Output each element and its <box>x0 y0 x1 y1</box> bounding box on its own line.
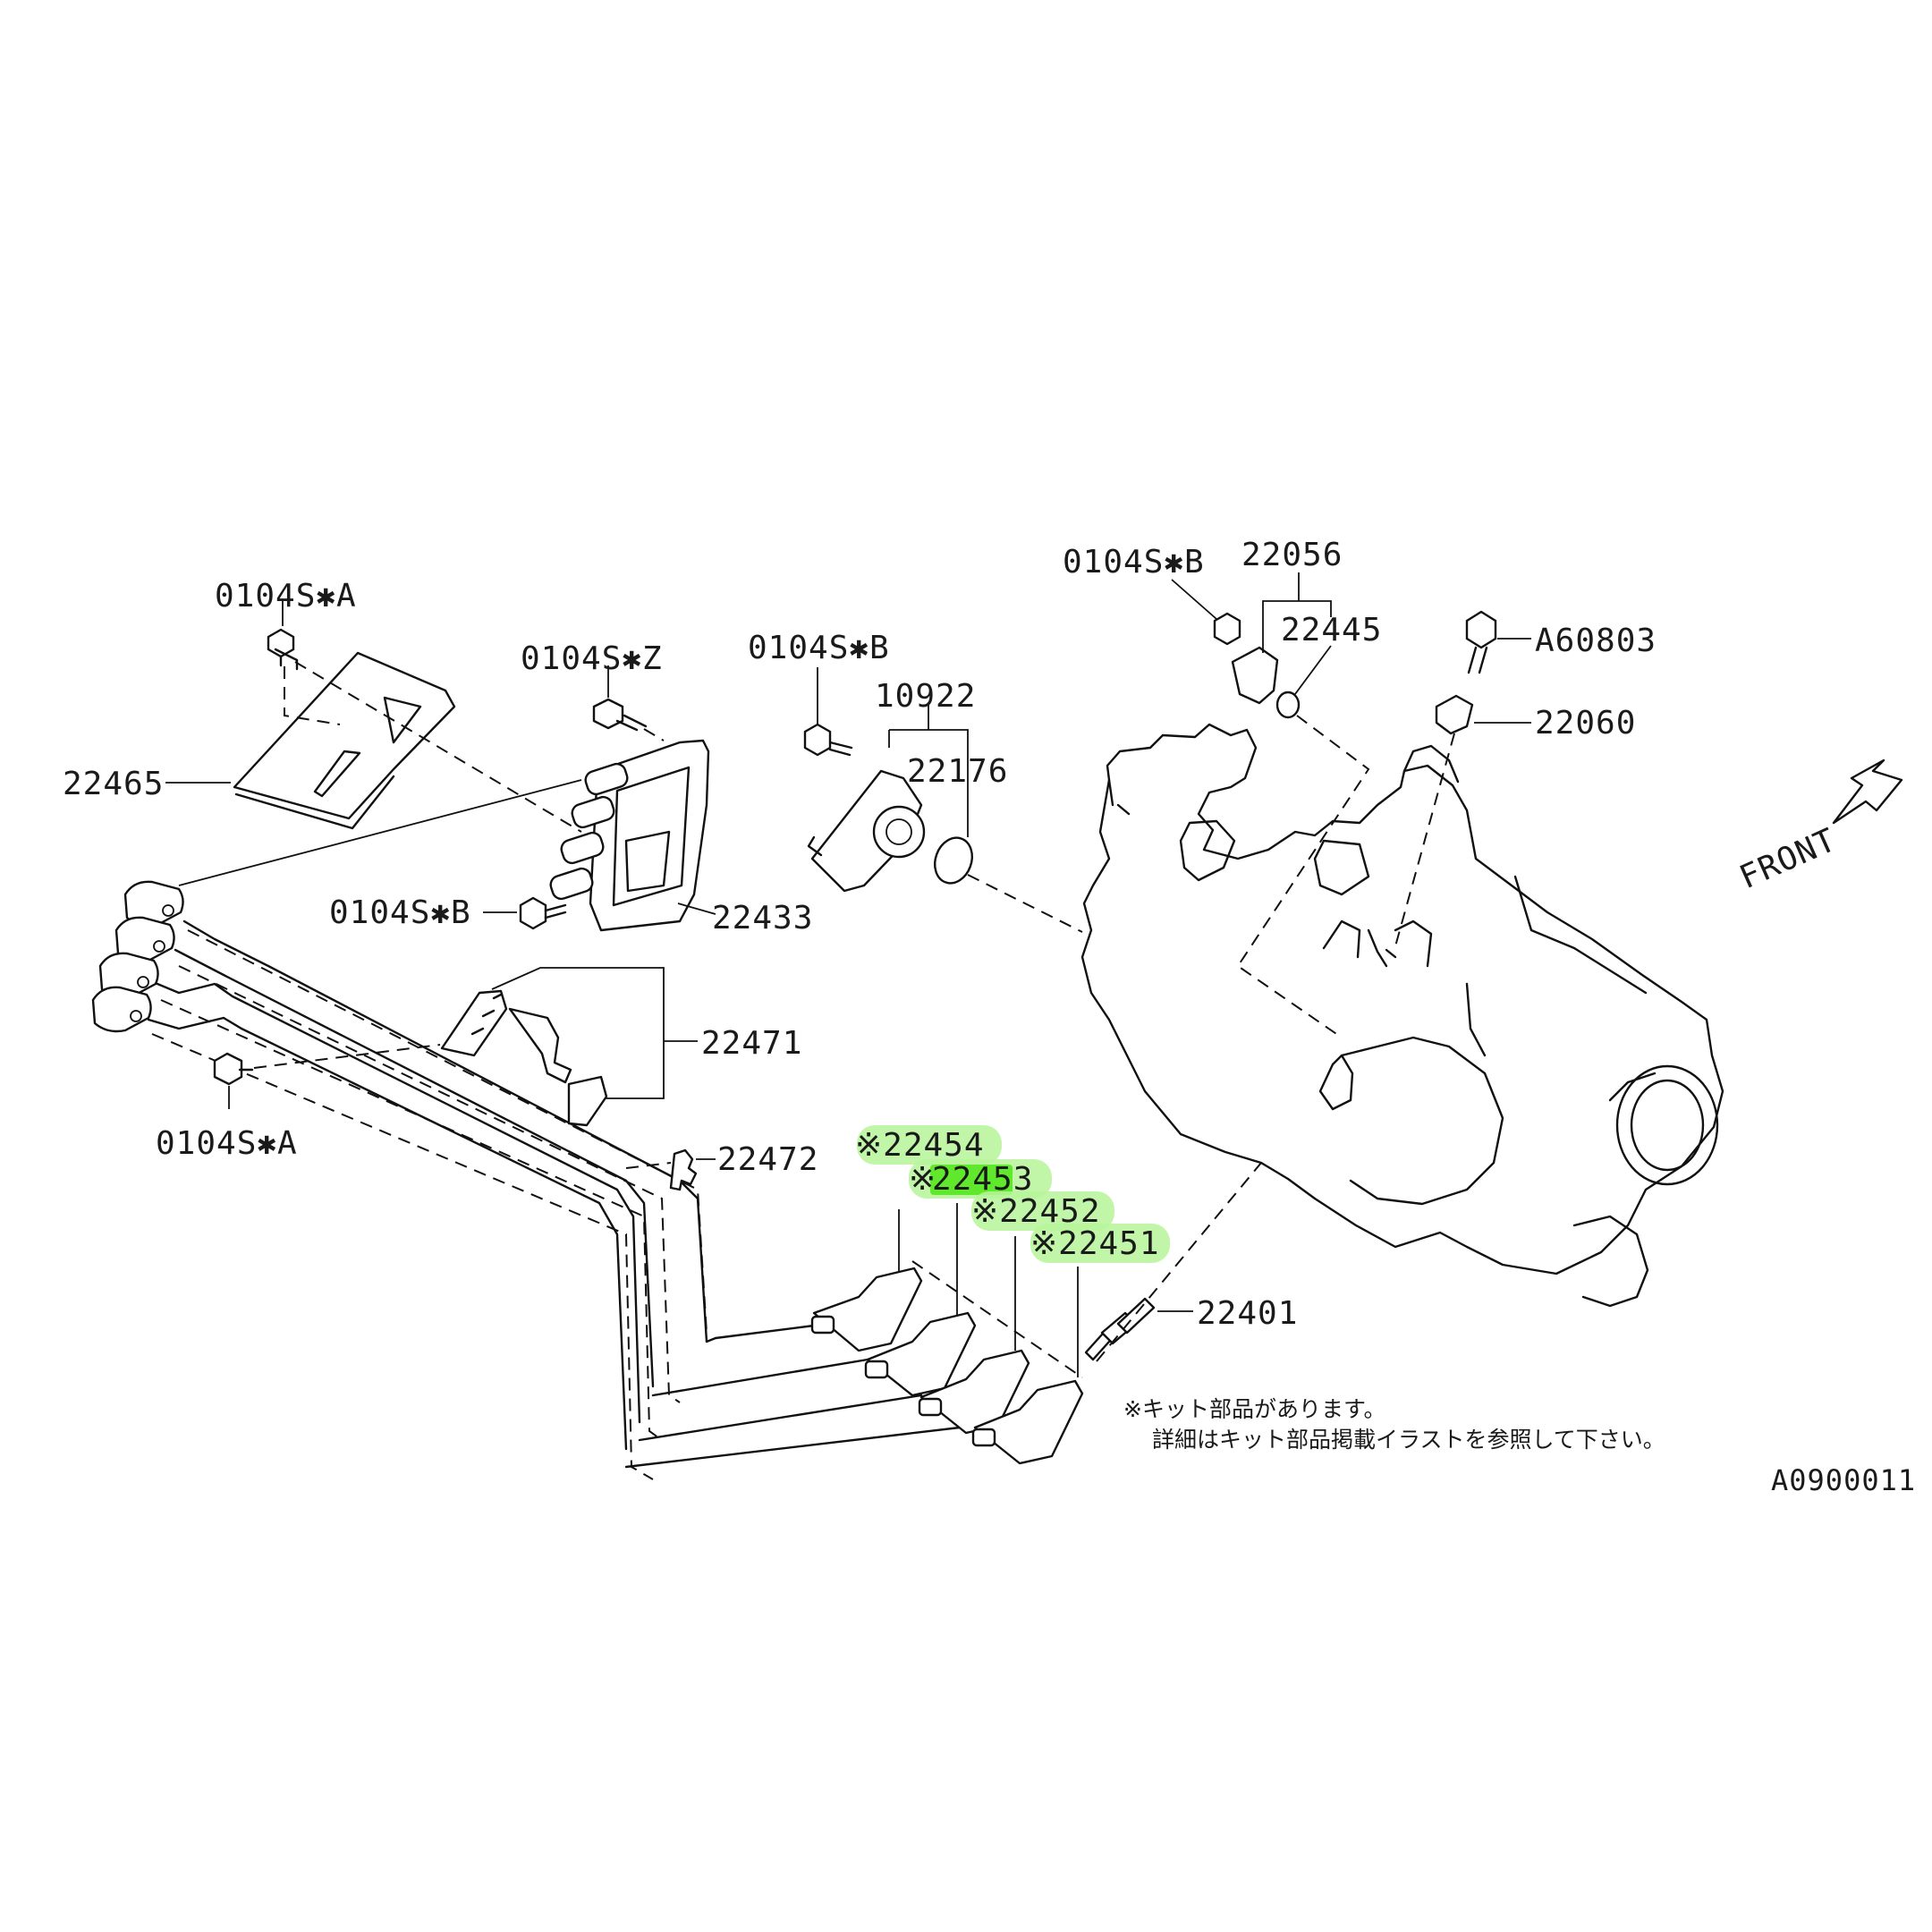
ignition-coil-22433 <box>549 739 716 932</box>
label-22472: 22472 <box>717 1141 818 1178</box>
plug-wire-boots <box>91 779 717 1451</box>
bracket-10922 <box>807 702 969 893</box>
label-22056: 22056 <box>1241 537 1343 573</box>
bracket-guide <box>967 874 1083 933</box>
sensor-22060 <box>1394 694 1531 947</box>
o-ring-22176 <box>934 836 973 885</box>
label-22401: 22401 <box>1197 1295 1298 1332</box>
label-a60803: A60803 <box>1535 623 1657 659</box>
label-bolt-0104s-a-bottom: 0104S✱A <box>156 1125 298 1162</box>
drawing-id: A0900011 <box>1771 1463 1916 1497</box>
label-22060: 22060 <box>1535 705 1636 741</box>
label-22454: ※22454 <box>855 1127 985 1164</box>
label-10922: 10922 <box>875 678 976 715</box>
bolt-0104s-b-left <box>483 896 567 930</box>
front-arrow-icon <box>1832 758 1903 825</box>
spark-plug-22401 <box>1084 1162 1262 1362</box>
highlight-22451 <box>1030 1224 1170 1263</box>
label-front: FRONT <box>1734 822 1842 897</box>
o-ring-22445 <box>1275 645 1332 719</box>
label-22453-mark: ※ <box>909 1161 936 1198</box>
bracket-22471 <box>440 967 698 1127</box>
cover-22465 <box>165 651 582 833</box>
plug-cap-22453 <box>864 1203 977 1397</box>
label-bolt-0104s-b-top: 0104S✱B <box>1063 544 1205 580</box>
plug-cap-22452 <box>918 1236 1030 1435</box>
bolt-a60803 <box>1465 610 1531 674</box>
bolt-0104s-a-bottom <box>213 1044 441 1109</box>
label-22451: ※22451 <box>1030 1225 1160 1262</box>
plug-cap-guide <box>911 1260 1083 1378</box>
label-22471: 22471 <box>701 1025 802 1062</box>
label-bolt-0104s-b-mid: 0104S✱B <box>748 630 890 666</box>
highlight-22454 <box>857 1125 1002 1165</box>
label-22176: 22176 <box>907 753 1008 790</box>
bolt-0104s-b-top <box>1171 579 1241 646</box>
bolt-0104s-z <box>592 665 665 741</box>
engine-block <box>1080 723 1724 1308</box>
plug-cap-22451 <box>971 1267 1084 1465</box>
bolt-0104s-a-top <box>267 599 299 671</box>
highlight-22452 <box>971 1191 1114 1231</box>
spark-plug-cords <box>151 929 977 1480</box>
label-bolt-0104s-b-left: 0104S✱B <box>329 894 471 931</box>
knock-sensor-22056 <box>1231 572 1332 705</box>
highlight-22453-strong <box>930 1165 1013 1195</box>
label-22445: 22445 <box>1281 612 1382 648</box>
label-bolt-0104s-a-top: 0104S✱A <box>215 578 357 614</box>
clip-22472 <box>625 1148 716 1191</box>
label-22433: 22433 <box>712 900 813 936</box>
kit-note-line2: 詳細はキット部品掲載イラストを参照して下さい。 <box>1152 1427 1665 1453</box>
label-22465: 22465 <box>63 766 164 802</box>
bolt-0104s-b-mid <box>803 667 853 757</box>
label-22453: 22453 <box>932 1161 1033 1198</box>
plug-cap-22454 <box>810 1209 923 1352</box>
kit-note-line1: ※キット部品があります。 <box>1123 1396 1385 1422</box>
label-bolt-0104s-z: 0104S✱Z <box>521 640 663 677</box>
sensor-guide <box>1236 715 1370 1038</box>
label-22452: ※22452 <box>971 1193 1101 1230</box>
